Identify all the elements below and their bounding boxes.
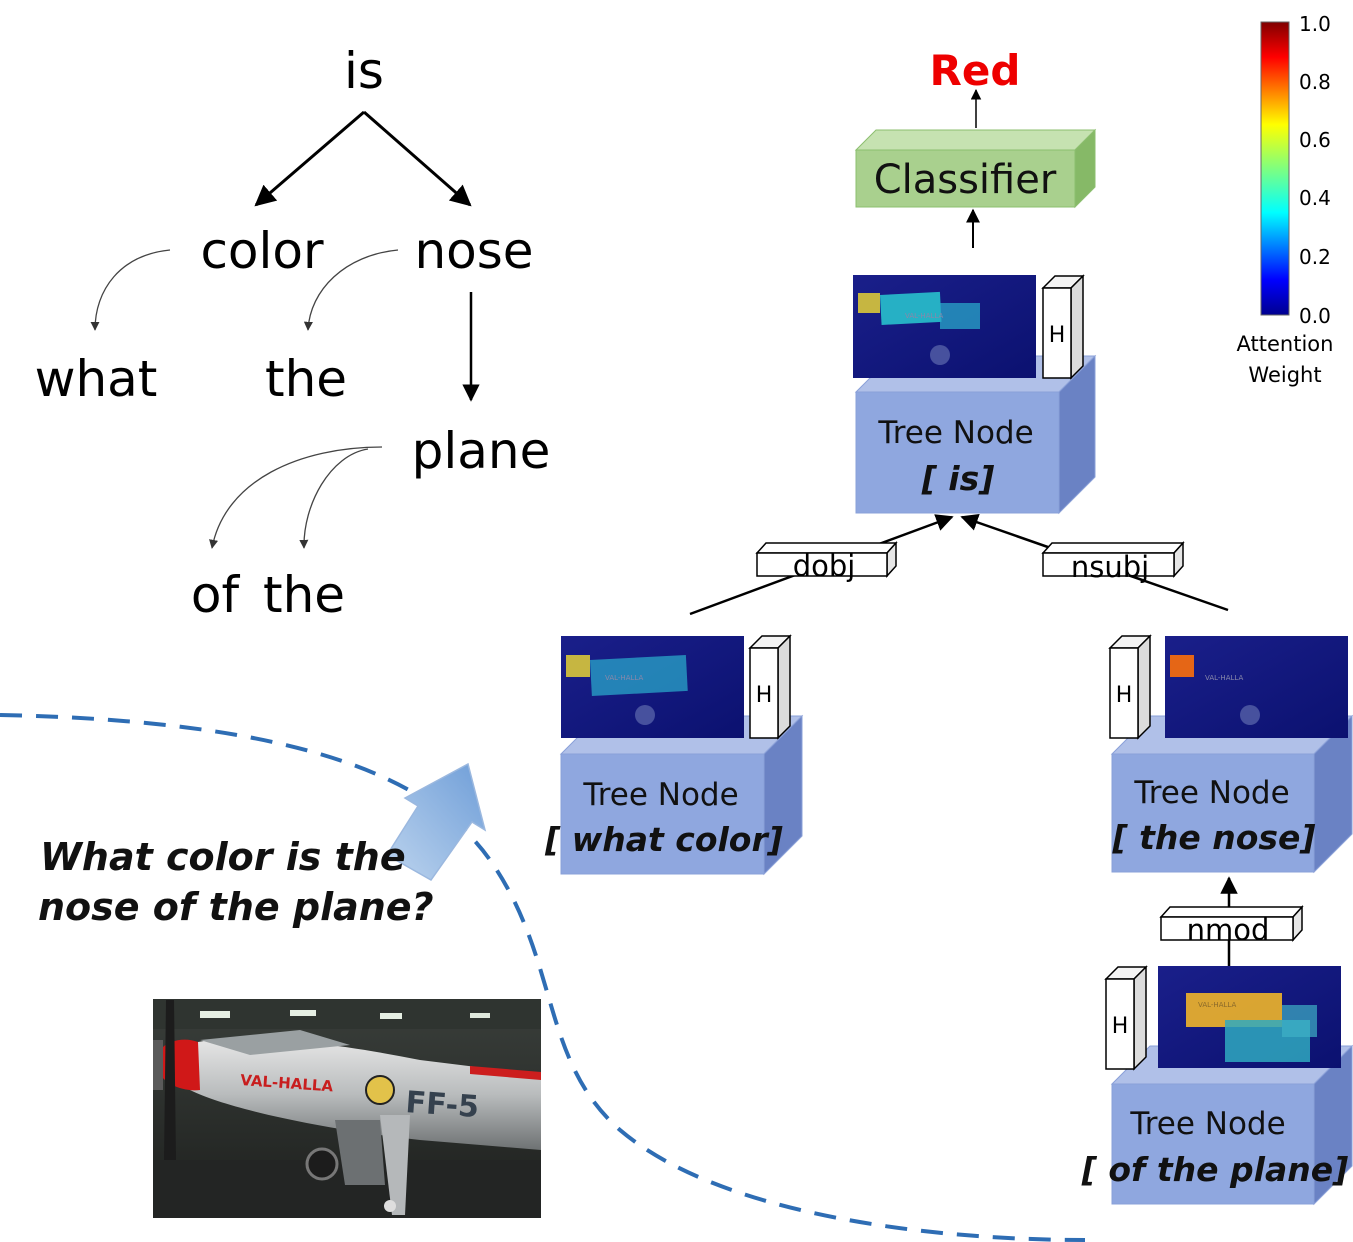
cb-tick-06: 0.6 — [1299, 128, 1331, 152]
colorbar: 1.0 0.8 0.6 0.4 0.2 0.0 Attention Weight — [1237, 12, 1334, 387]
colorbar-title-2: Weight — [1248, 363, 1321, 387]
edge-text-nsubj: nsubj — [1071, 550, 1149, 584]
node-word-right: [ the nose] — [1112, 818, 1316, 857]
edge-label-nmod: nmod — [1159, 905, 1304, 947]
arrow-is-color — [254, 110, 365, 207]
colorbar-title-1: Attention — [1237, 332, 1334, 356]
node-word-root: [ is] — [921, 459, 995, 498]
attn-plane-text-bottom: VAL-HALLA — [1198, 1001, 1236, 1009]
hidden-label-left: H — [756, 683, 773, 708]
arrow-nose-the — [303, 249, 399, 331]
dashed-curve — [0, 713, 1086, 1242]
word-the-2: the — [263, 566, 345, 624]
classifier-box: Classifier — [854, 128, 1097, 209]
colorbar-gradient — [1260, 21, 1290, 316]
tree-node-right: Tree Node [ the nose] VAL-HALLA H — [1108, 634, 1353, 874]
dependency-tree: is color nose what the plane of the — [35, 42, 551, 624]
wheel-icon — [305, 1147, 339, 1181]
emblem-icon — [365, 1075, 395, 1105]
word-color: color — [200, 222, 324, 280]
node-word-left: [ what color] — [544, 820, 783, 859]
edge-label-nsubj: nsubj — [1041, 541, 1185, 584]
arrow-is-nose — [363, 110, 472, 207]
word-is: is — [344, 42, 384, 100]
word-of: of — [191, 566, 241, 624]
arrow-plane-the — [299, 448, 369, 549]
plane-code-text: FF-5 — [404, 1085, 480, 1125]
classifier-label: Classifier — [874, 157, 1057, 203]
question-line-2: nose of the plane? — [38, 885, 434, 929]
hidden-label-bottom: H — [1112, 1014, 1129, 1039]
edge-label-dobj: dobj — [755, 541, 898, 583]
tree-node-bottom: Tree Node [ of the plane] VAL-HALLA H — [1081, 965, 1353, 1206]
edge-text-dobj: dobj — [793, 549, 856, 583]
node-title-bottom: Tree Node — [1129, 1106, 1285, 1142]
attn-plane-text-root: VAL-HALLA — [905, 312, 943, 320]
node-word-bottom: [ of the plane] — [1081, 1150, 1348, 1189]
node-title-right: Tree Node — [1133, 775, 1289, 811]
question-line-1: What color is the — [40, 835, 406, 879]
tree-node-root: Tree Node [ is] VAL-HALLA H — [853, 274, 1097, 515]
cb-tick-00: 0.0 — [1299, 304, 1331, 328]
attn-plane-text-right: VAL-HALLA — [1205, 674, 1243, 682]
word-nose: nose — [414, 222, 533, 280]
word-the-1: the — [265, 350, 347, 408]
word-what: what — [35, 350, 158, 408]
word-plane: plane — [412, 422, 551, 480]
arrow-plane-of — [209, 446, 383, 549]
cb-tick-10: 1.0 — [1299, 12, 1331, 36]
hidden-label-right: H — [1116, 683, 1133, 708]
arrow-color-what — [90, 249, 171, 331]
attn-plane-text-left: VAL-HALLA — [605, 674, 643, 682]
hidden-label-root: H — [1049, 323, 1066, 348]
input-photo: VAL-HALLA FF-5 — [153, 999, 541, 1218]
cb-tick-04: 0.4 — [1299, 186, 1331, 210]
answer-label: Red — [930, 46, 1021, 95]
node-title-left: Tree Node — [582, 777, 738, 813]
cb-tick-02: 0.2 — [1299, 245, 1331, 269]
node-title-root: Tree Node — [877, 415, 1033, 451]
cb-tick-08: 0.8 — [1299, 70, 1331, 94]
edge-text-nmod: nmod — [1187, 913, 1270, 947]
tree-node-left: Tree Node [ what color] VAL-HALLA H — [544, 634, 804, 876]
input-arrow — [385, 762, 487, 881]
